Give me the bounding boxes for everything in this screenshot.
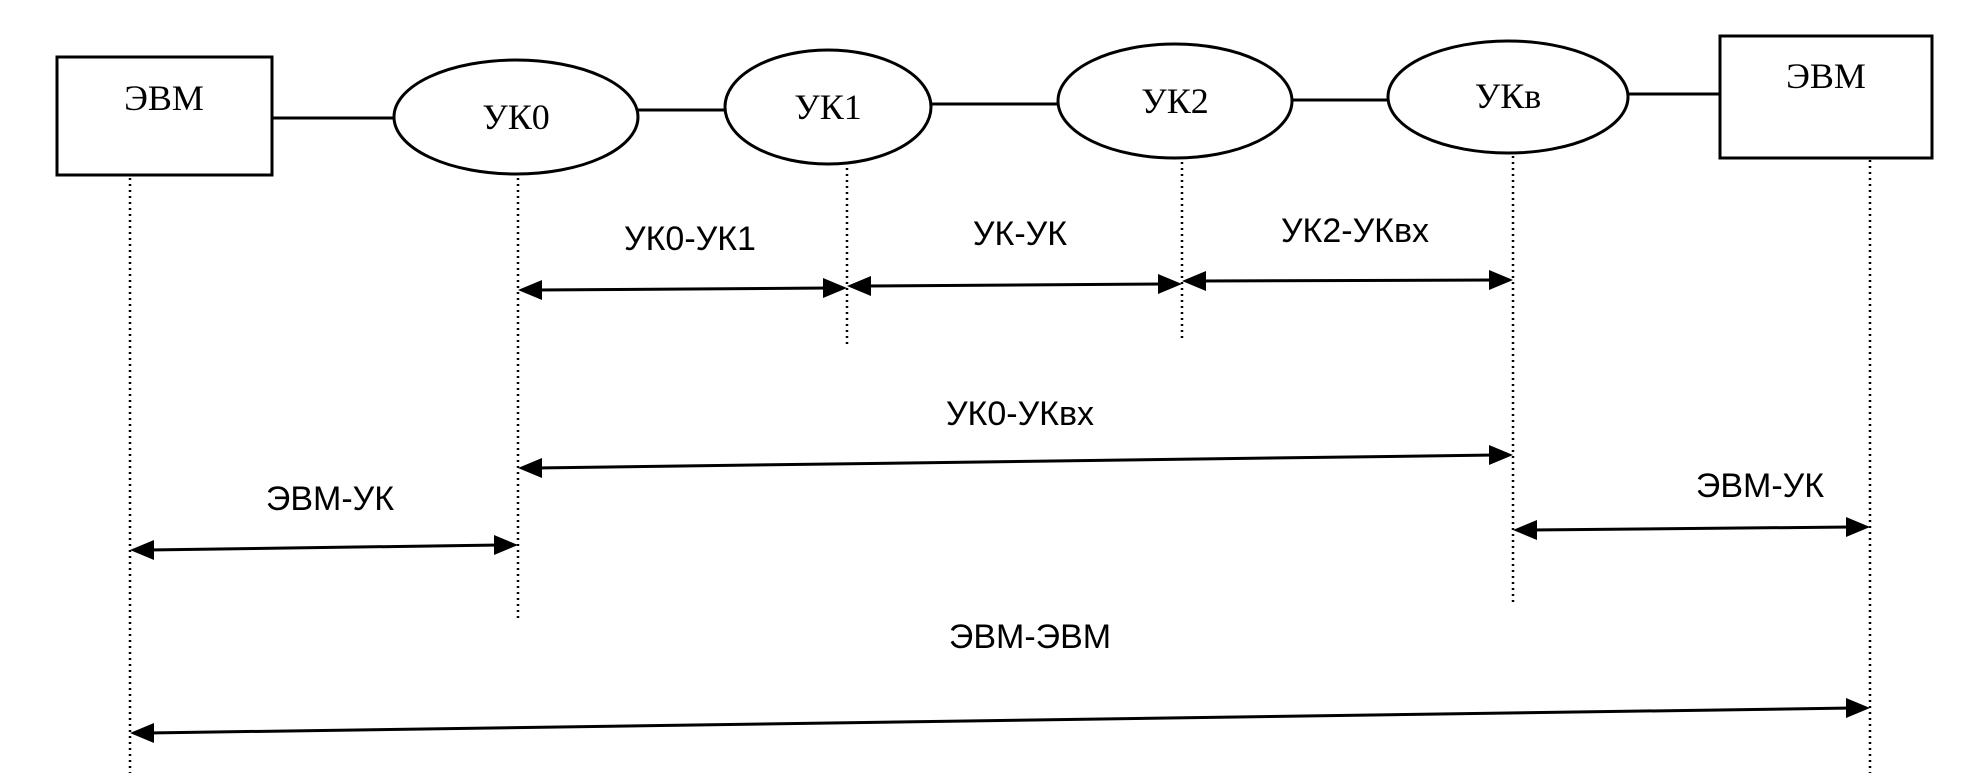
node-evm-right: ЭВМ bbox=[1718, 34, 1934, 160]
arrowhead-left bbox=[130, 723, 154, 743]
span-arrow-line bbox=[535, 286, 830, 292]
node-uk2: УК2 bbox=[1056, 42, 1294, 160]
node-evm-left: ЭВМ bbox=[55, 55, 274, 177]
node-ellipse bbox=[392, 58, 640, 176]
arrowhead-right bbox=[494, 535, 518, 555]
node-label: ЭВМ bbox=[1786, 56, 1866, 96]
span-label: ЭВМ-УК bbox=[266, 480, 394, 518]
span-arrow-line bbox=[1530, 525, 1853, 532]
arrowhead-left bbox=[130, 540, 154, 560]
arrowhead-right bbox=[1846, 517, 1870, 537]
span-arrow-line bbox=[147, 543, 501, 552]
span-evm-uk-left: ЭВМ-УК bbox=[130, 480, 518, 560]
span-label: УК-УК bbox=[973, 215, 1067, 253]
arrowhead-left bbox=[1513, 520, 1537, 540]
span-arrow-line bbox=[535, 453, 1496, 470]
node-label: УК0 bbox=[482, 97, 550, 137]
span-label: УК0-УКвх bbox=[946, 395, 1094, 433]
arrowhead-right bbox=[1489, 445, 1513, 465]
arrowhead-left bbox=[847, 276, 871, 296]
arrowhead-left bbox=[518, 458, 542, 478]
arrowhead-right bbox=[1846, 698, 1870, 718]
span-uk-uk: УК-УК bbox=[847, 215, 1182, 296]
arrowhead-left bbox=[1182, 271, 1206, 291]
span-uk2-ukvx: УК2-УКвх bbox=[1182, 212, 1513, 291]
span-evm-evm: ЭВМ-ЭВМ bbox=[130, 618, 1870, 743]
arrowhead-left bbox=[518, 280, 542, 300]
span-label: УК0-УК1 bbox=[624, 220, 756, 258]
node-box bbox=[1718, 34, 1934, 160]
span-label: УК2-УКвх bbox=[1281, 212, 1429, 250]
node-uk0: УК0 bbox=[392, 58, 640, 176]
node-ellipse bbox=[1386, 39, 1630, 155]
arrowhead-right bbox=[1158, 274, 1182, 294]
node-uk1: УК1 bbox=[723, 48, 933, 166]
span-arrow-line bbox=[864, 282, 1165, 288]
node-label: УКв bbox=[1475, 76, 1542, 116]
arrowhead-right bbox=[823, 278, 847, 298]
node-ellipse bbox=[1056, 42, 1294, 160]
span-arrow-line bbox=[1199, 278, 1496, 283]
reference-lines bbox=[128, 156, 1872, 773]
arrowhead-right bbox=[1489, 270, 1513, 290]
span-arrow-line bbox=[147, 706, 1853, 735]
node-ukv: УКв bbox=[1386, 39, 1630, 155]
span-uk0-uk1: УК0-УК1 bbox=[518, 220, 847, 300]
span-label: ЭВМ-ЭВМ bbox=[949, 618, 1111, 656]
node-ellipse bbox=[723, 48, 933, 166]
span-uk0-ukvx: УК0-УКвх bbox=[518, 395, 1513, 478]
node-box bbox=[55, 55, 274, 177]
span-evm-uk-right: ЭВМ-УК bbox=[1513, 467, 1870, 540]
span-label: ЭВМ-УК bbox=[1696, 467, 1824, 505]
node-links bbox=[272, 92, 1720, 120]
node-label: УК2 bbox=[1141, 81, 1209, 121]
node-label: ЭВМ bbox=[124, 78, 204, 118]
node-label: УК1 bbox=[794, 87, 862, 127]
